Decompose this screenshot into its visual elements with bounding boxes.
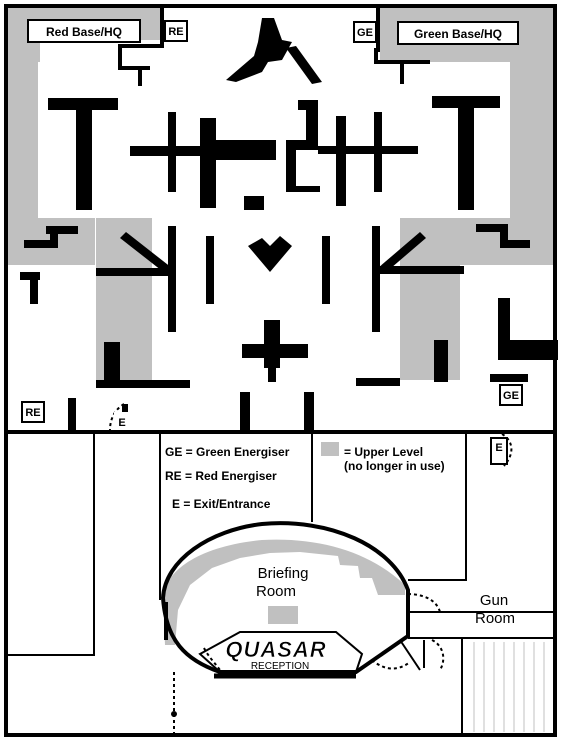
red-energiser-bottom: RE — [21, 401, 45, 423]
legend-ge: GE = Green Energiser — [165, 445, 290, 459]
door-pivot — [171, 711, 177, 717]
reception-label: RECEPTION — [251, 661, 309, 672]
door-gun-room-swing — [399, 639, 421, 671]
obstacle-right-t-stem — [458, 96, 474, 210]
obstacle-heart — [248, 236, 292, 272]
svg-text:E: E — [495, 442, 502, 454]
svg-text:Red Base/HQ: Red Base/HQ — [46, 25, 122, 39]
legend-re: RE = Red Energiser — [165, 469, 277, 483]
doors — [109, 403, 513, 735]
upper-level-briefing-block — [268, 606, 298, 624]
briefing-room-label-1: Briefing — [258, 565, 309, 582]
arena-obstacles — [20, 18, 558, 432]
svg-text:GE: GE — [357, 27, 373, 39]
briefing-room-wall — [160, 521, 410, 674]
green-base-walls — [374, 6, 430, 84]
obstacle-left-t-stem — [76, 98, 92, 210]
green-base-label: Green Base/HQ — [397, 21, 519, 45]
quasar-logo: QUASAR — [225, 637, 326, 662]
svg-text:Green Base/HQ: Green Base/HQ — [414, 27, 502, 41]
gun-room-floor-stripes — [473, 642, 545, 732]
green-energiser-top: GE — [353, 21, 377, 43]
legend-upper-level-note: (no longer in use) — [344, 459, 445, 473]
legend-e: E = Exit/Entrance — [172, 497, 271, 511]
reception-desk — [198, 631, 364, 673]
outer-walls — [4, 4, 557, 737]
svg-text:RE: RE — [25, 407, 40, 419]
legend-upper-level: = Upper Level — [344, 445, 423, 459]
gun-room-label-1: Gun — [480, 592, 508, 609]
red-base-label: Red Base/HQ — [27, 19, 141, 43]
svg-text:E: E — [118, 417, 125, 429]
lower-section-walls — [8, 432, 555, 735]
exit-right: E — [490, 437, 508, 465]
upper-level-areas — [8, 8, 553, 645]
legend: GE = Green Energiser RE = Red Energiser … — [165, 442, 445, 511]
red-base-walls — [118, 6, 164, 86]
legend-upper-level-swatch — [321, 442, 339, 456]
exit-left: E — [114, 412, 130, 430]
gun-room-label-2: Room — [475, 610, 515, 627]
upper-level-red-base — [8, 8, 162, 265]
red-energiser-top: RE — [164, 20, 188, 42]
green-energiser-bottom: GE — [499, 384, 523, 406]
svg-text:GE: GE — [503, 390, 519, 402]
svg-text:RE: RE — [168, 26, 183, 38]
briefing-room-label-2: Room — [256, 583, 296, 600]
